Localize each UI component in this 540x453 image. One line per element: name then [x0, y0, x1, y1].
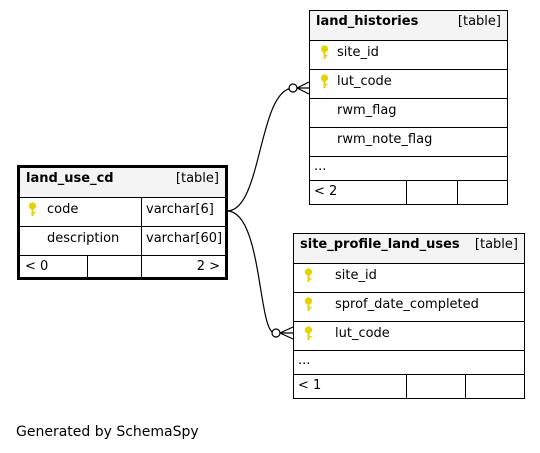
edge-land-histories — [226, 87, 293, 212]
table-kind: [table] — [457, 14, 501, 29]
key-icon — [304, 326, 313, 340]
column-name: rwm_flag — [337, 103, 397, 118]
table-site-profile-land-uses[interactable]: site_profile_land_uses [table] site_id s… — [293, 233, 525, 399]
table-header: land_histories [table] — [310, 11, 507, 40]
column-name: description — [47, 231, 120, 246]
generator-credit: Generated by SchemaSpy — [16, 424, 199, 440]
footer-divider — [465, 375, 466, 398]
edge-site-profile-land-uses — [226, 210, 275, 334]
column-divider — [141, 198, 142, 227]
column-row[interactable]: site_id — [294, 263, 524, 293]
column-row[interactable]: description varchar[60] — [20, 226, 225, 256]
column-name: lut_code — [335, 326, 390, 341]
edge-site-profile-crowfoot — [279, 326, 294, 340]
column-row[interactable]: sprof_date_completed — [294, 292, 524, 322]
edge-land-histories-crowfoot — [296, 81, 310, 95]
parents-count: < 1 — [298, 378, 322, 393]
table-name: land_histories — [316, 14, 419, 29]
key-icon — [28, 202, 37, 216]
column-row[interactable]: rwm_note_flag — [310, 127, 507, 157]
table-name: site_profile_land_uses — [300, 237, 460, 252]
table-kind: [table] — [474, 237, 518, 252]
column-name: site_id — [335, 268, 377, 283]
column-type: varchar[6] — [146, 202, 214, 217]
column-row[interactable]: rwm_flag — [310, 98, 507, 128]
more-columns: ... — [298, 353, 311, 368]
table-header: land_use_cd [table] — [20, 168, 225, 197]
footer-divider — [141, 256, 142, 277]
table-header: site_profile_land_uses [table] — [294, 234, 524, 263]
footer-divider — [457, 181, 458, 204]
footer-divider — [406, 375, 407, 398]
column-type: varchar[60] — [146, 231, 223, 246]
edge-site-profile-zero-marker — [271, 328, 281, 338]
edge-land-histories-zero-marker — [288, 83, 298, 93]
table-footer-row: < 0 2 > — [20, 255, 225, 277]
table-land-histories[interactable]: land_histories [table] site_id lut_code … — [309, 10, 508, 205]
table-kind: [table] — [175, 171, 219, 186]
footer-divider — [87, 256, 88, 277]
parents-count: < 2 — [314, 184, 338, 199]
table-name: land_use_cd — [26, 171, 114, 186]
table-footer-row: < 1 — [294, 374, 524, 398]
column-row[interactable]: lut_code — [310, 69, 507, 99]
more-columns-row: ... — [294, 350, 524, 375]
column-name: site_id — [337, 45, 379, 60]
column-divider — [141, 227, 142, 256]
table-footer-row: < 2 — [310, 180, 507, 204]
column-name: sprof_date_completed — [335, 297, 479, 312]
table-land-use-cd[interactable]: land_use_cd [table] code varchar[6] desc… — [17, 165, 228, 280]
column-row[interactable]: code varchar[6] — [20, 197, 225, 227]
column-row[interactable]: lut_code — [294, 321, 524, 351]
column-name: rwm_note_flag — [337, 132, 433, 147]
key-icon — [304, 297, 313, 311]
column-name: lut_code — [337, 74, 392, 89]
more-columns: ... — [314, 159, 327, 174]
column-name: code — [47, 202, 79, 217]
key-icon — [320, 74, 329, 88]
key-icon — [304, 268, 313, 282]
more-columns-row: ... — [310, 156, 507, 181]
children-count: 2 > — [196, 259, 220, 274]
key-icon — [320, 45, 329, 59]
column-row[interactable]: site_id — [310, 40, 507, 70]
footer-divider — [406, 181, 407, 204]
parents-count: < 0 — [25, 259, 49, 274]
